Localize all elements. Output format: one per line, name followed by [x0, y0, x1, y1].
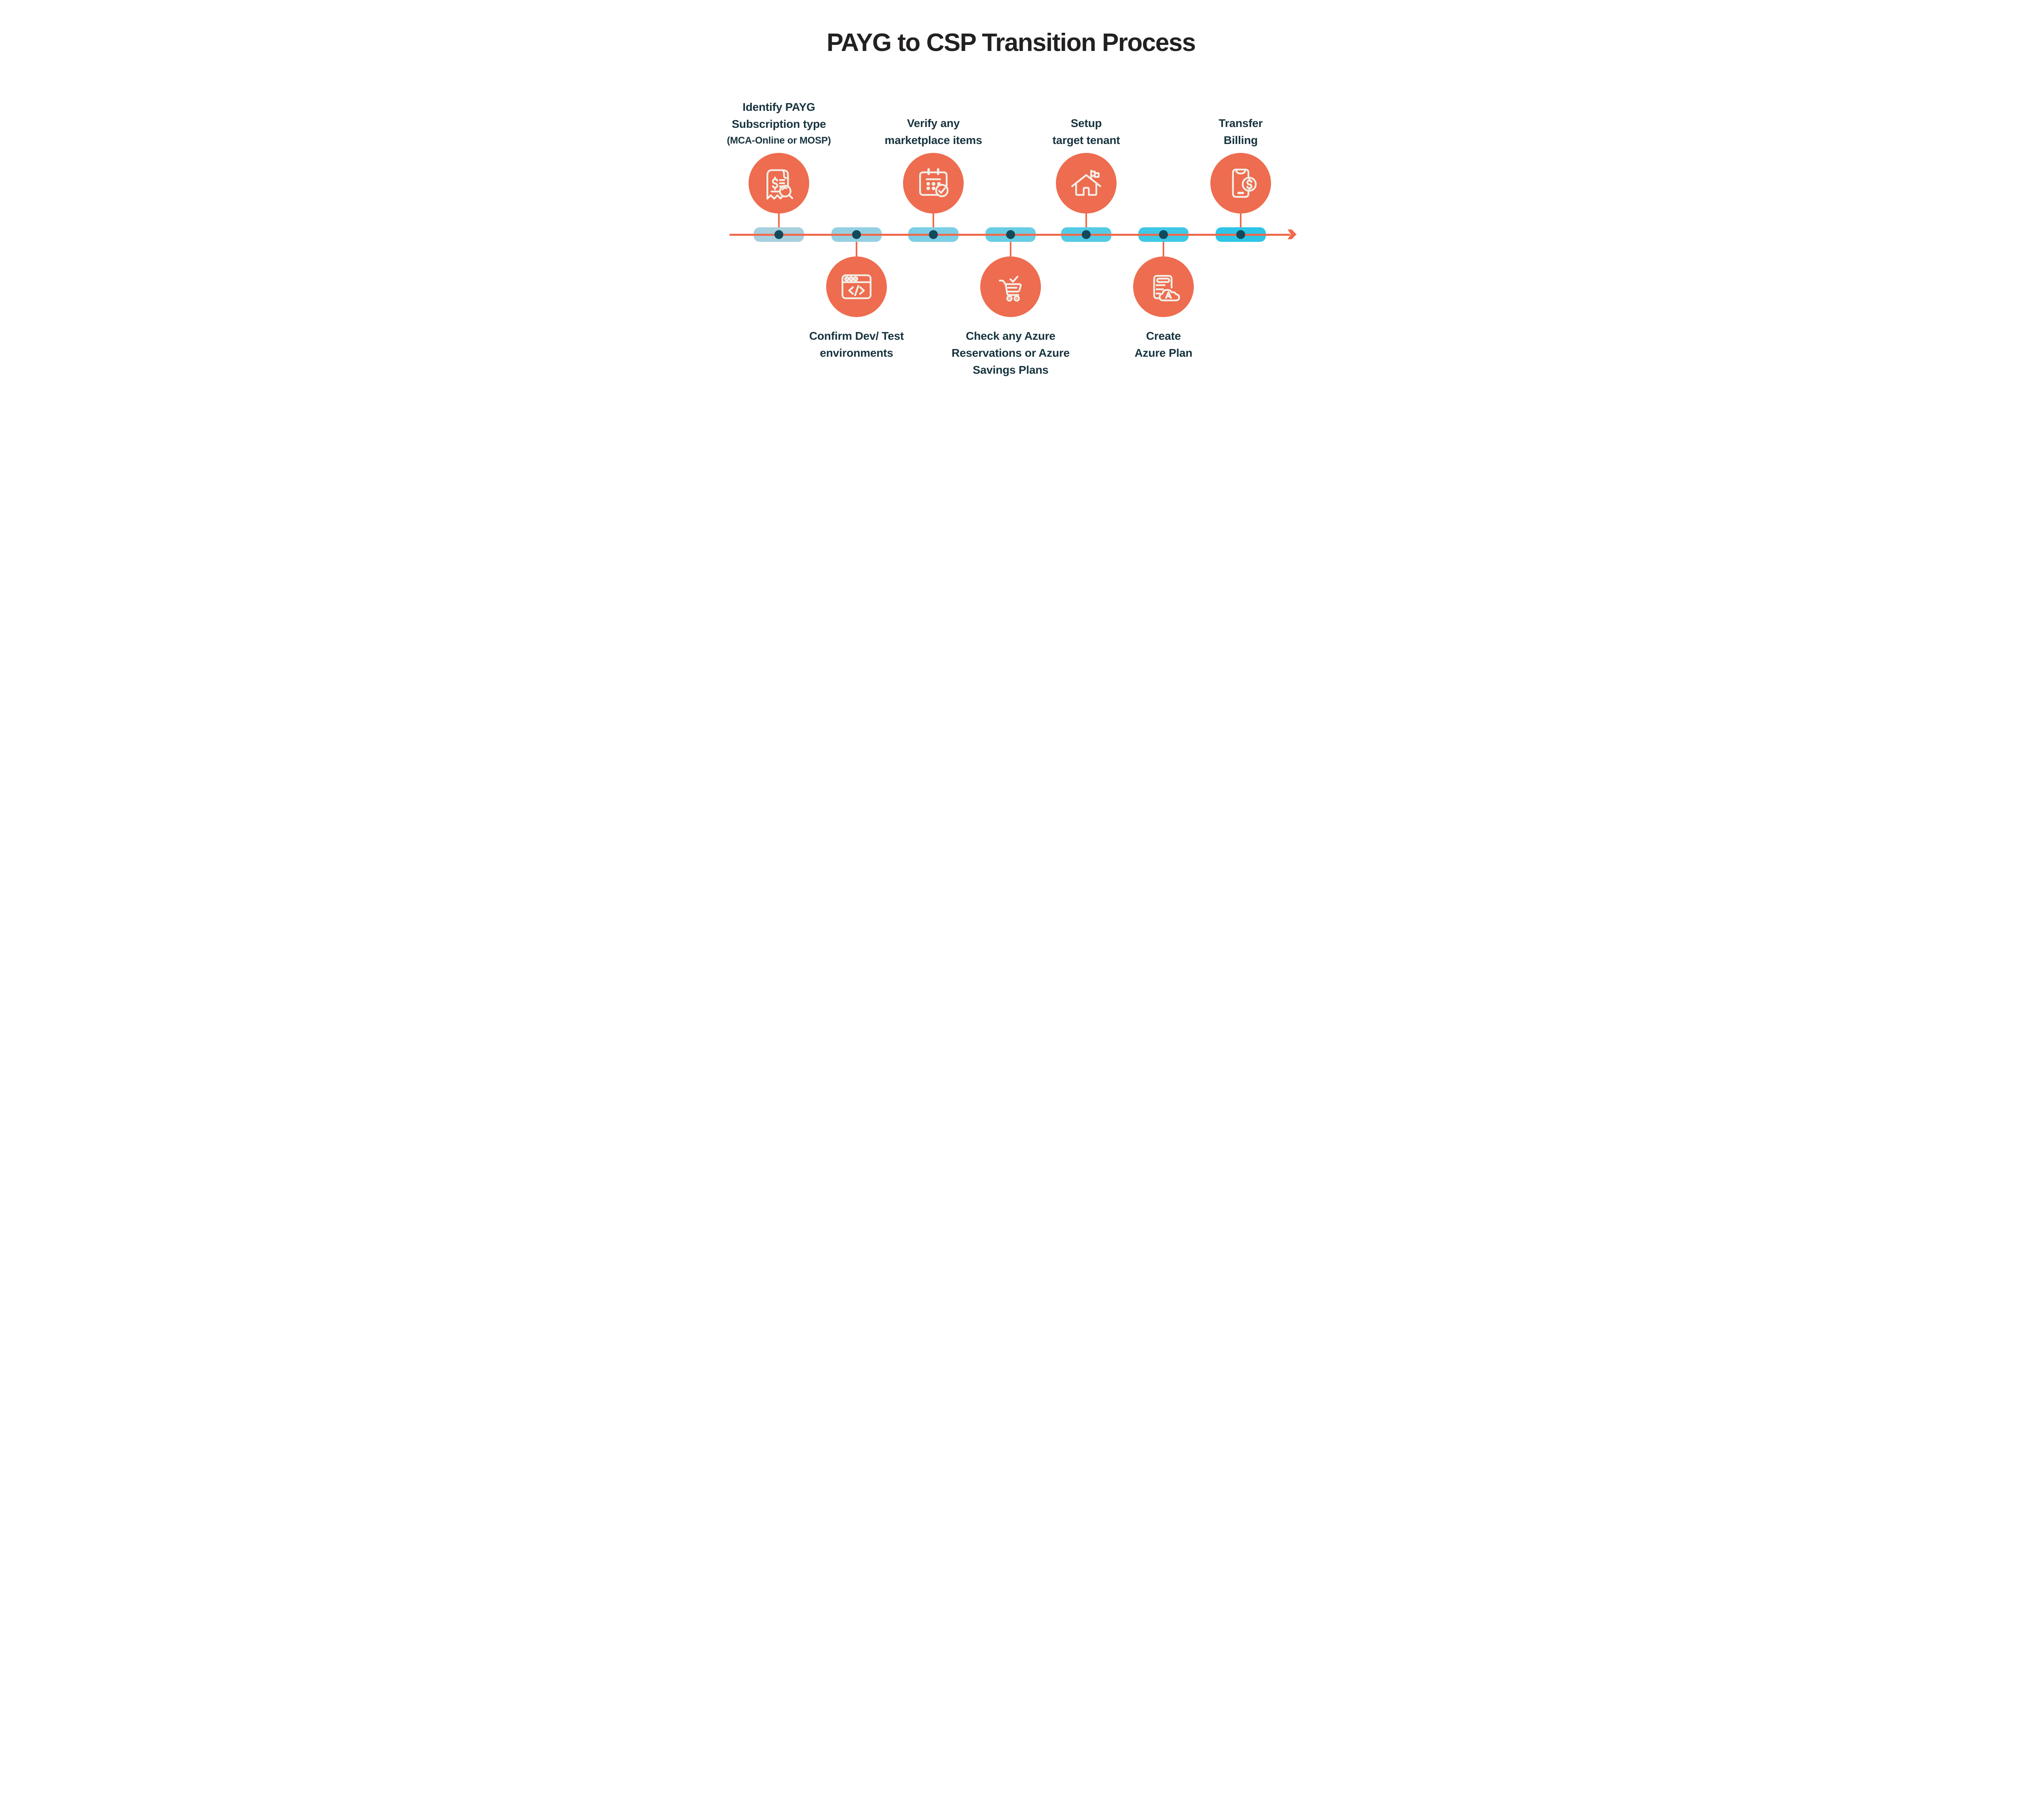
step-circle: [749, 153, 809, 214]
timeline-dot: [929, 230, 938, 239]
step-label: Create Azure Plan: [1134, 330, 1193, 359]
timeline-dot: [1236, 230, 1245, 239]
step-label: Check any Azure Reservations or Azure Sa…: [952, 330, 1070, 376]
calendar-check-icon: [919, 168, 949, 197]
step-circle: [980, 256, 1041, 317]
step-circle: [1210, 153, 1271, 214]
arrow-right-icon: [1288, 229, 1297, 239]
timeline-dot: [1082, 230, 1091, 239]
house-flag-icon: [1071, 169, 1101, 196]
phone-dollar-icon: [1232, 168, 1257, 198]
timeline-dot: [774, 230, 783, 239]
step-label: Confirm Dev/ Test environments: [809, 330, 904, 359]
code-window-icon: [842, 274, 871, 299]
step-circle: [1133, 256, 1194, 317]
timeline-dot: [1006, 230, 1015, 239]
page-title: PAYG to CSP Transition Process: [827, 29, 1196, 57]
document-cloud-icon: [1153, 275, 1180, 302]
step-label: Identify PAYG Subscription type (MCA-Onl…: [727, 101, 831, 146]
timeline-dot: [852, 230, 861, 239]
infographic-canvas: PAYG to CSP Transition Process: [694, 0, 1328, 396]
step-label: Transfer Billing: [1218, 117, 1263, 146]
receipt-search-icon: [766, 169, 793, 200]
timeline-dot: [1159, 230, 1168, 239]
cart-check-icon: [998, 275, 1022, 302]
step-circle: [826, 256, 887, 317]
step-label: Setup target tenant: [1052, 117, 1120, 146]
step-label: Verify any marketplace items: [884, 117, 982, 146]
step-circle: [1056, 153, 1117, 214]
